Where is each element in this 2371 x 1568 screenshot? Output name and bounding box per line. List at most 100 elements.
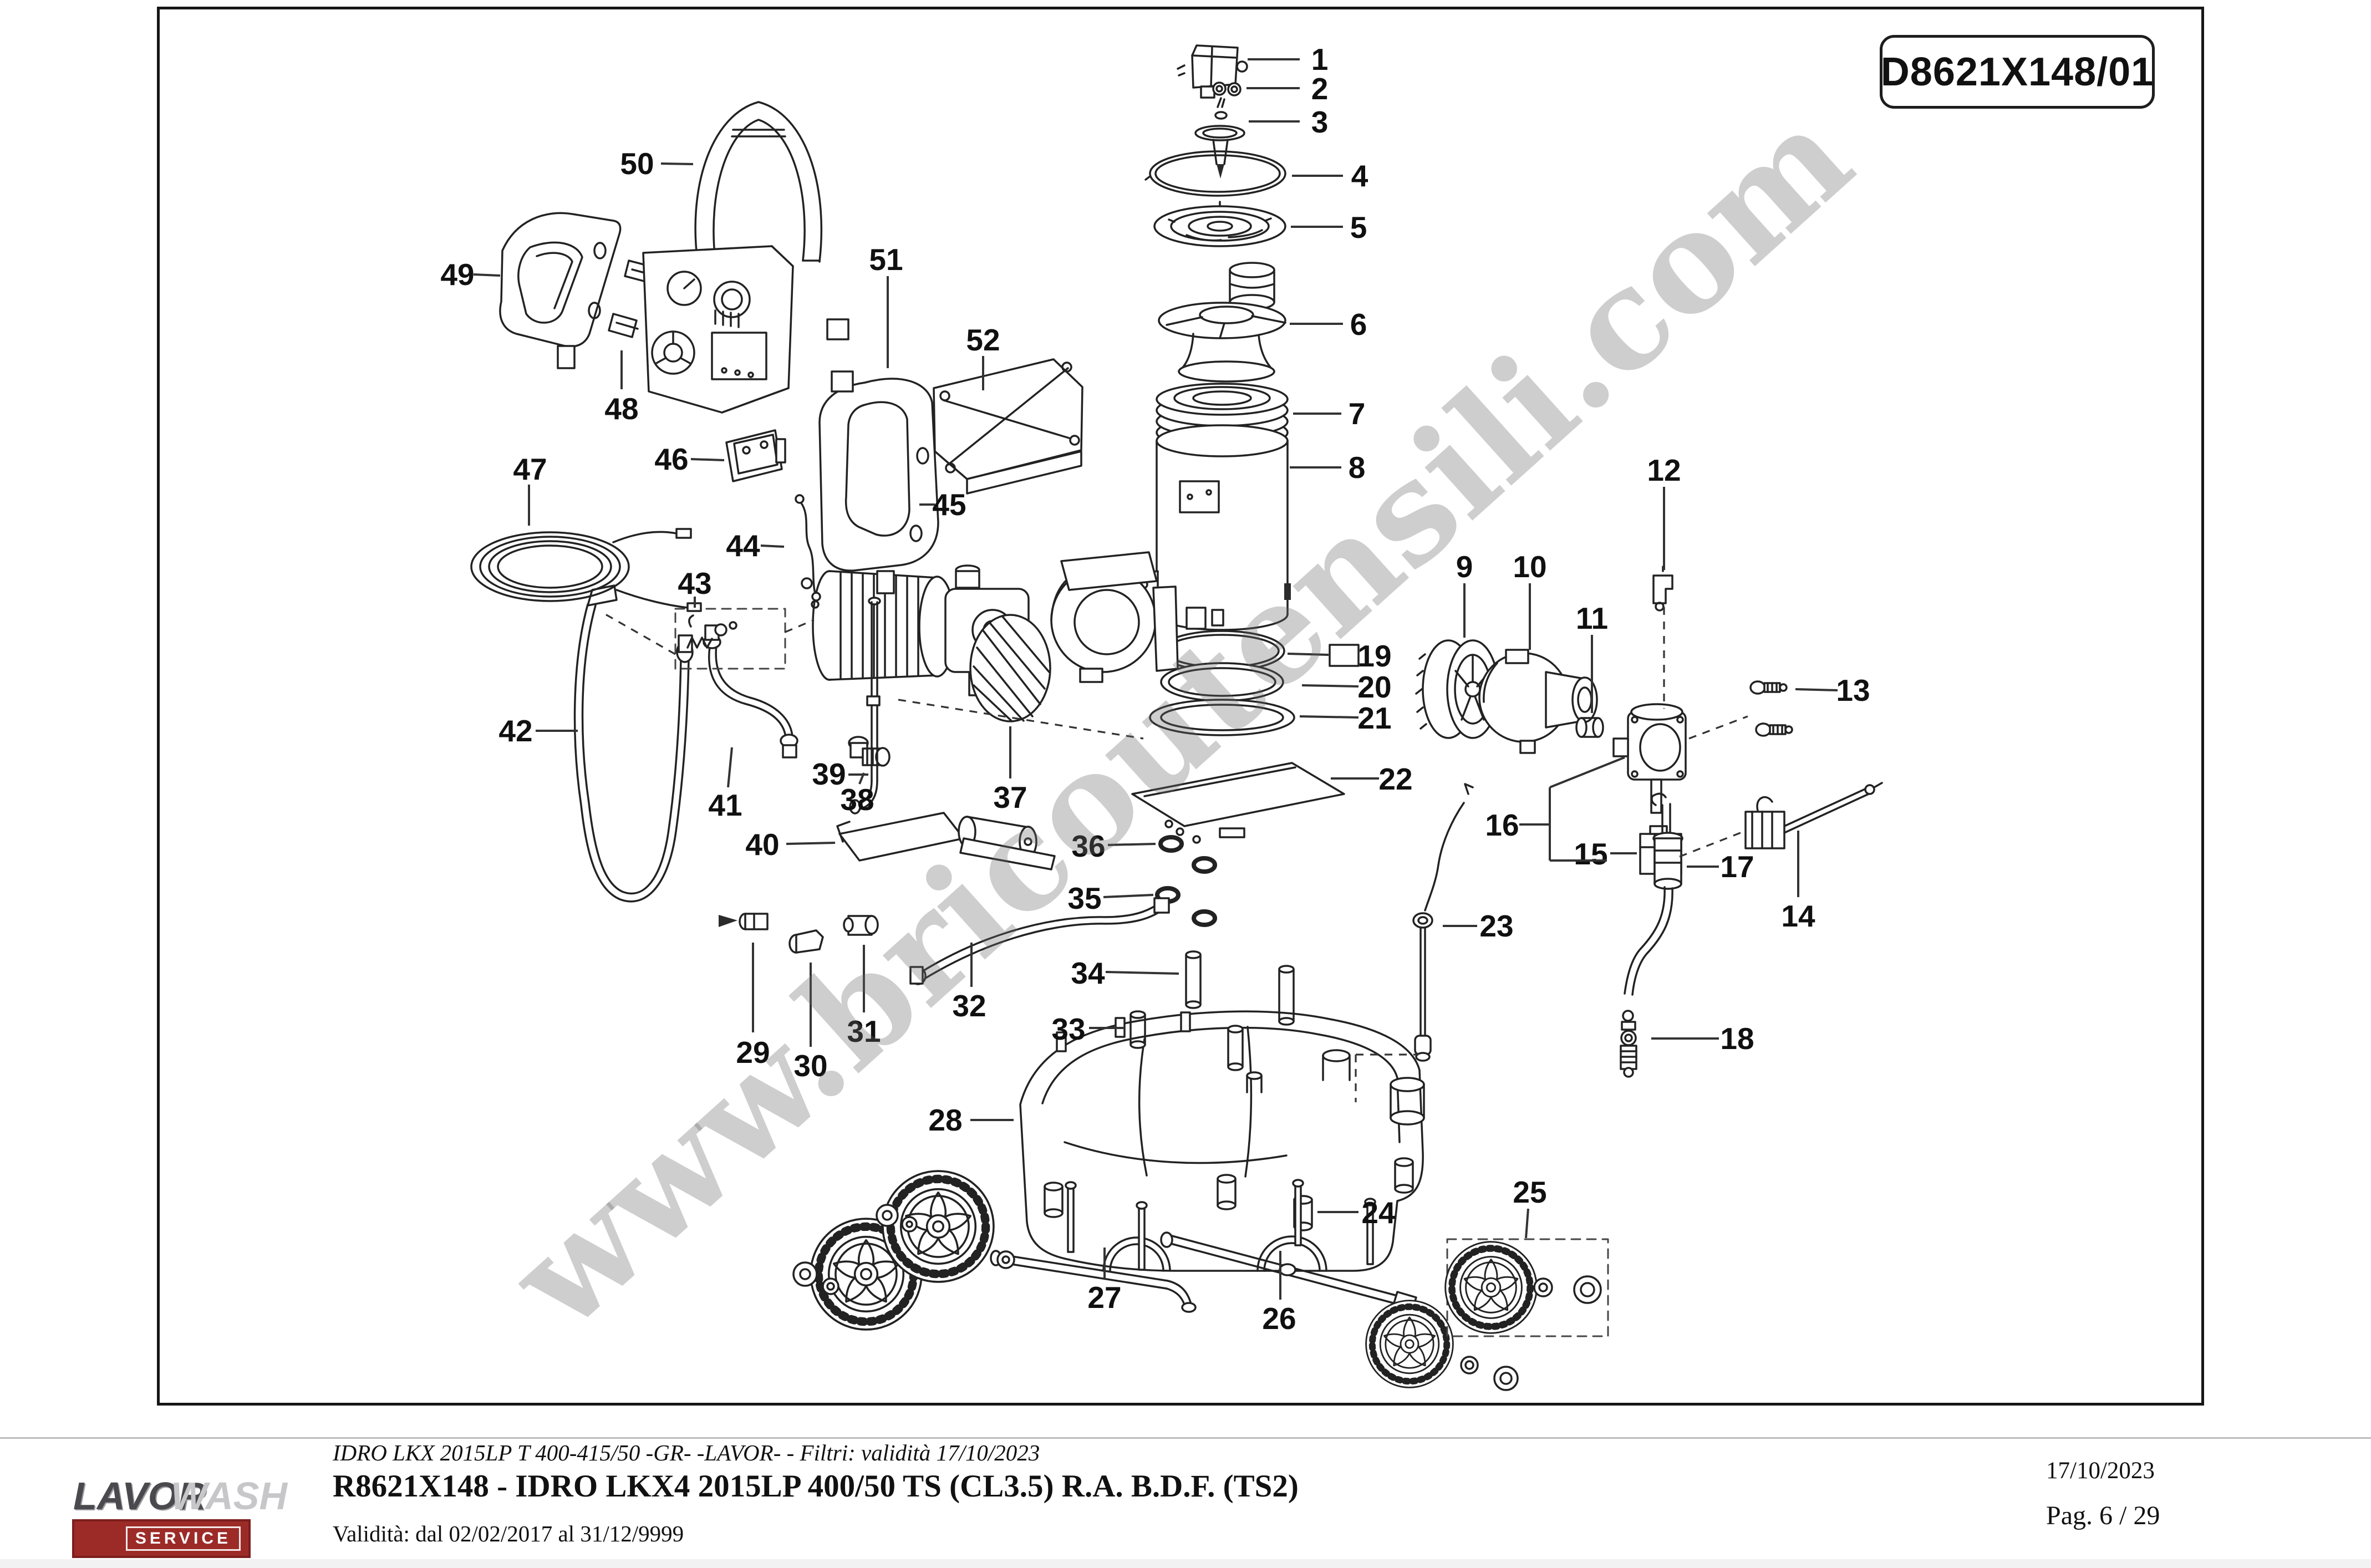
part-40-support-bracket	[836, 812, 1056, 870]
callout-number-13: 13	[1836, 673, 1870, 707]
callout-number-14: 14	[1781, 899, 1815, 933]
leader-line-16	[1549, 756, 1625, 788]
part-8-boiler-tank	[1102, 424, 1291, 631]
part-3-float-valve	[1194, 97, 1245, 179]
callout-number-20: 20	[1357, 670, 1391, 704]
part-37-mesh-screen	[969, 614, 1051, 722]
logo-brand-secondary: WASH	[171, 1474, 287, 1518]
callout-number-51: 51	[869, 242, 903, 277]
part-11-bushing	[1575, 717, 1604, 738]
footer-page-indicator: Pag. 6 / 29	[2046, 1501, 2160, 1530]
callout-number-18: 18	[1720, 1021, 1754, 1056]
part-28-chassis-tub	[1019, 1010, 1425, 1272]
leader-line-49	[473, 273, 501, 277]
part-22-base-plate	[1131, 762, 1345, 844]
spacer-row	[1044, 1157, 1414, 1218]
leader-line-19	[1287, 653, 1329, 656]
callout-number-48: 48	[604, 391, 638, 426]
callout-number-4: 4	[1351, 159, 1368, 193]
leader-line-25	[1525, 1208, 1529, 1239]
callout-number-31: 31	[847, 1014, 881, 1048]
callout-number-6: 6	[1350, 307, 1367, 342]
callout-number-24: 24	[1361, 1195, 1396, 1230]
callout-number-10: 10	[1513, 549, 1546, 584]
part-20-ring	[1160, 662, 1284, 702]
callout-number-40: 40	[745, 827, 779, 862]
callout-number-1: 1	[1311, 42, 1329, 77]
part-44-wire-lead	[795, 494, 821, 602]
part-6-motor-plate	[1158, 262, 1286, 383]
leader-line-13	[1795, 688, 1838, 691]
logo-service-label: SERVICE	[125, 1526, 241, 1551]
part-38-reduction-fitting	[848, 736, 891, 767]
footer-separator	[0, 1437, 2371, 1439]
part-25-wheel-kit	[1446, 1239, 1609, 1337]
ref-box-19	[1329, 644, 1360, 667]
parts-artwork	[470, 44, 1883, 1391]
part-23-level-probe	[1412, 783, 1474, 1062]
callout-number-49: 49	[440, 257, 474, 292]
callout-number-43: 43	[678, 566, 711, 600]
part-14-thermostat-probe	[1744, 782, 1883, 849]
part-46-switch-block	[725, 429, 786, 482]
callout-number-38: 38	[840, 782, 874, 817]
lavorwash-service-logo: LAVOR WASH SERVICE	[72, 1470, 287, 1558]
part-29-plug	[719, 913, 769, 930]
doc-code-label: D8621X148/01	[1880, 49, 2154, 94]
part-18-hose-fitting	[1620, 1010, 1637, 1078]
callout-number-42: 42	[498, 714, 532, 748]
leader-line-40	[786, 842, 836, 845]
callout-number-2: 2	[1311, 72, 1329, 106]
callout-number-47: 47	[513, 452, 547, 486]
leader-line-21	[1299, 715, 1359, 719]
part-41-bypass-tube	[703, 624, 798, 758]
part-32-hose	[909, 897, 1170, 985]
part-26-long-axle	[1160, 1179, 1417, 1310]
page-bottom-edge	[0, 1559, 2371, 1568]
wheel-pair	[811, 1171, 994, 1330]
callout-number-44: 44	[726, 528, 760, 563]
part-47-hose-coil	[470, 528, 702, 612]
callout-number-41: 41	[708, 788, 742, 822]
part-2-nuts	[1212, 82, 1242, 96]
callout-number-30: 30	[793, 1048, 827, 1083]
extra-spacers	[1227, 965, 1295, 1071]
assembly-dashed-link-2	[1679, 831, 1744, 858]
logo-service-bar: SERVICE	[72, 1519, 251, 1558]
callout-number-25: 25	[1513, 1175, 1546, 1209]
leader-line-20	[1301, 684, 1359, 688]
leader-line-41	[727, 747, 733, 788]
part-16-valve-body	[1612, 703, 1687, 814]
callout-number-15: 15	[1574, 837, 1607, 871]
part-52-mount-bracket	[933, 358, 1083, 495]
callout-number-8: 8	[1349, 450, 1366, 485]
doc-code-box: D8621X148/01	[1880, 35, 2155, 109]
callout-number-11: 11	[1576, 601, 1608, 635]
callout-number-7: 7	[1349, 396, 1366, 431]
callout-number-26: 26	[1262, 1301, 1296, 1336]
part-49-left-side-panel	[499, 212, 622, 369]
part-5-filter-disc	[1153, 201, 1286, 247]
callout-number-5: 5	[1350, 210, 1367, 245]
callout-number-37: 37	[993, 780, 1027, 814]
wheel-hardware	[792, 1204, 1519, 1391]
footer-date: 17/10/2023	[2046, 1458, 2155, 1484]
footer-validity-line: Validità: dal 02/02/2017 al 31/12/9999	[333, 1521, 684, 1546]
callout-number-45: 45	[932, 487, 966, 522]
callout-number-39: 39	[812, 757, 846, 791]
assembly-dashed-link-1	[1688, 715, 1748, 740]
part-31-elbow	[843, 915, 879, 936]
assembly-dashed-link-4	[785, 619, 815, 633]
leader-line-36	[1107, 843, 1156, 846]
callout-number-52: 52	[966, 323, 1000, 357]
assembly-dashed-link-3	[605, 613, 676, 655]
part-34-spacer	[1185, 950, 1202, 1009]
assembly-dashed-link-5	[898, 699, 1144, 740]
leader-line-44	[760, 544, 785, 548]
callout-number-29: 29	[736, 1035, 770, 1070]
part-21-base-ring	[1149, 699, 1295, 736]
part-19-ring	[1159, 630, 1360, 672]
callout-number-16: 16	[1485, 808, 1519, 842]
callout-number-46: 46	[654, 442, 688, 476]
